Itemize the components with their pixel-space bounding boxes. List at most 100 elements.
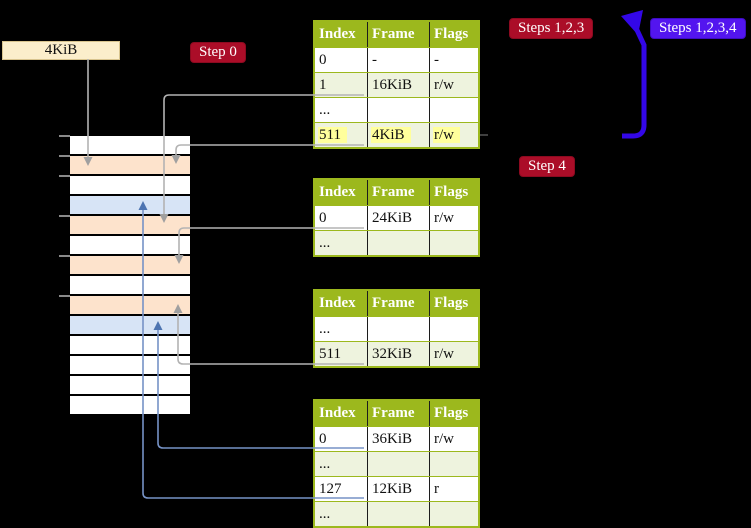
memory-row-10-blue xyxy=(70,316,190,334)
table-cell: 511 xyxy=(319,346,341,362)
highlighted-value: 511 xyxy=(318,127,347,143)
memory-row-5-peach xyxy=(70,216,190,234)
table-cell: - xyxy=(429,48,478,72)
table-cell: 1 xyxy=(319,77,327,93)
table-cell xyxy=(429,452,478,476)
step-4-badge: Step 4 xyxy=(519,156,575,177)
memory-row-14-white xyxy=(70,396,190,414)
table-row: ... xyxy=(315,451,478,476)
table-cell: 24KiB xyxy=(367,206,429,230)
memory-row-9-peach xyxy=(70,296,190,314)
memory-row-6-white xyxy=(70,236,190,254)
highlighted-value: r/w xyxy=(433,127,460,143)
memory-row-11-white xyxy=(70,336,190,354)
steps-123-badge: Steps 1,2,3 xyxy=(509,18,594,39)
memory-row-2-peach xyxy=(70,156,190,174)
column-header-frame: Frame xyxy=(367,22,429,47)
table-cell xyxy=(429,502,478,526)
table-row: ... xyxy=(315,316,478,341)
free-frame-size-label: 4KiB xyxy=(2,41,120,60)
column-header-index: Index xyxy=(319,26,356,42)
column-header-flags: Flags xyxy=(429,401,478,426)
memory-row-4-blue xyxy=(70,196,190,214)
table-row: 511 4KiB r/w xyxy=(315,122,478,147)
table-cell: 12KiB xyxy=(367,477,429,501)
table-cell: 511 xyxy=(315,123,367,147)
table-cell: ... xyxy=(319,506,331,522)
steps-1234-badge: Steps 1,2,3,4 xyxy=(650,18,746,39)
memory-tick xyxy=(59,255,70,257)
table-1-right-stub xyxy=(480,134,488,136)
table-cell: 0 xyxy=(319,431,327,447)
table-cell: r/w xyxy=(429,73,478,97)
highlighted-value: 4KiB xyxy=(371,127,411,143)
table-row: ... xyxy=(315,97,478,122)
memory-tick xyxy=(59,175,70,177)
column-header-frame: Frame xyxy=(367,291,429,316)
table-cell xyxy=(367,317,429,341)
column-header-flags: Flags xyxy=(429,180,478,205)
memory-tick xyxy=(59,155,70,157)
table-cell: r/w xyxy=(429,427,478,451)
table-cell: 0 xyxy=(319,210,327,226)
table-cell xyxy=(367,98,429,122)
table-cell: r/w xyxy=(429,342,478,366)
table-cell: 36KiB xyxy=(367,427,429,451)
column-header-frame: Frame xyxy=(367,180,429,205)
memory-tick xyxy=(59,135,70,137)
table-cell: r/w xyxy=(429,206,478,230)
memory-row-13-white xyxy=(70,376,190,394)
table-cell xyxy=(367,452,429,476)
memory-tick xyxy=(59,215,70,217)
table-cell: - xyxy=(367,48,429,72)
table-cell: ... xyxy=(319,102,331,118)
physical-memory-stack xyxy=(70,136,190,416)
table-cell: 0 xyxy=(319,52,327,68)
column-header-flags: Flags xyxy=(429,22,478,47)
table-cell xyxy=(367,502,429,526)
memory-row-12-white xyxy=(70,356,190,374)
table-cell: 4KiB xyxy=(367,123,429,147)
table-cell: r/w xyxy=(429,123,478,147)
table-cell xyxy=(429,231,478,255)
memory-row-1-white xyxy=(70,136,190,154)
table-cell xyxy=(367,231,429,255)
thick-arrowhead-up-left xyxy=(621,10,643,35)
table-cell xyxy=(429,317,478,341)
table-cell: ... xyxy=(319,321,331,337)
table-cell: ... xyxy=(319,235,331,251)
memory-row-7-peach xyxy=(70,256,190,274)
table-cell: 16KiB xyxy=(367,73,429,97)
memory-row-3-white xyxy=(70,176,190,194)
column-header-flags: Flags xyxy=(429,291,478,316)
table-row: ... xyxy=(315,501,478,526)
table-row: ... xyxy=(315,230,478,255)
table-cell xyxy=(429,98,478,122)
column-header-index: Index xyxy=(319,405,356,421)
column-header-frame: Frame xyxy=(367,401,429,426)
table-cell: 127 xyxy=(319,481,342,497)
thick-arrow-shaft xyxy=(622,28,647,139)
step-0-badge: Step 0 xyxy=(190,42,246,63)
column-header-index: Index xyxy=(319,295,356,311)
memory-tick xyxy=(59,295,70,297)
table-row: 0 -- xyxy=(315,47,478,72)
table-cell: ... xyxy=(319,456,331,472)
memory-row-8-white xyxy=(70,276,190,294)
table-cell: 32KiB xyxy=(367,342,429,366)
table-cell: r xyxy=(429,477,478,501)
column-header-index: Index xyxy=(319,184,356,200)
